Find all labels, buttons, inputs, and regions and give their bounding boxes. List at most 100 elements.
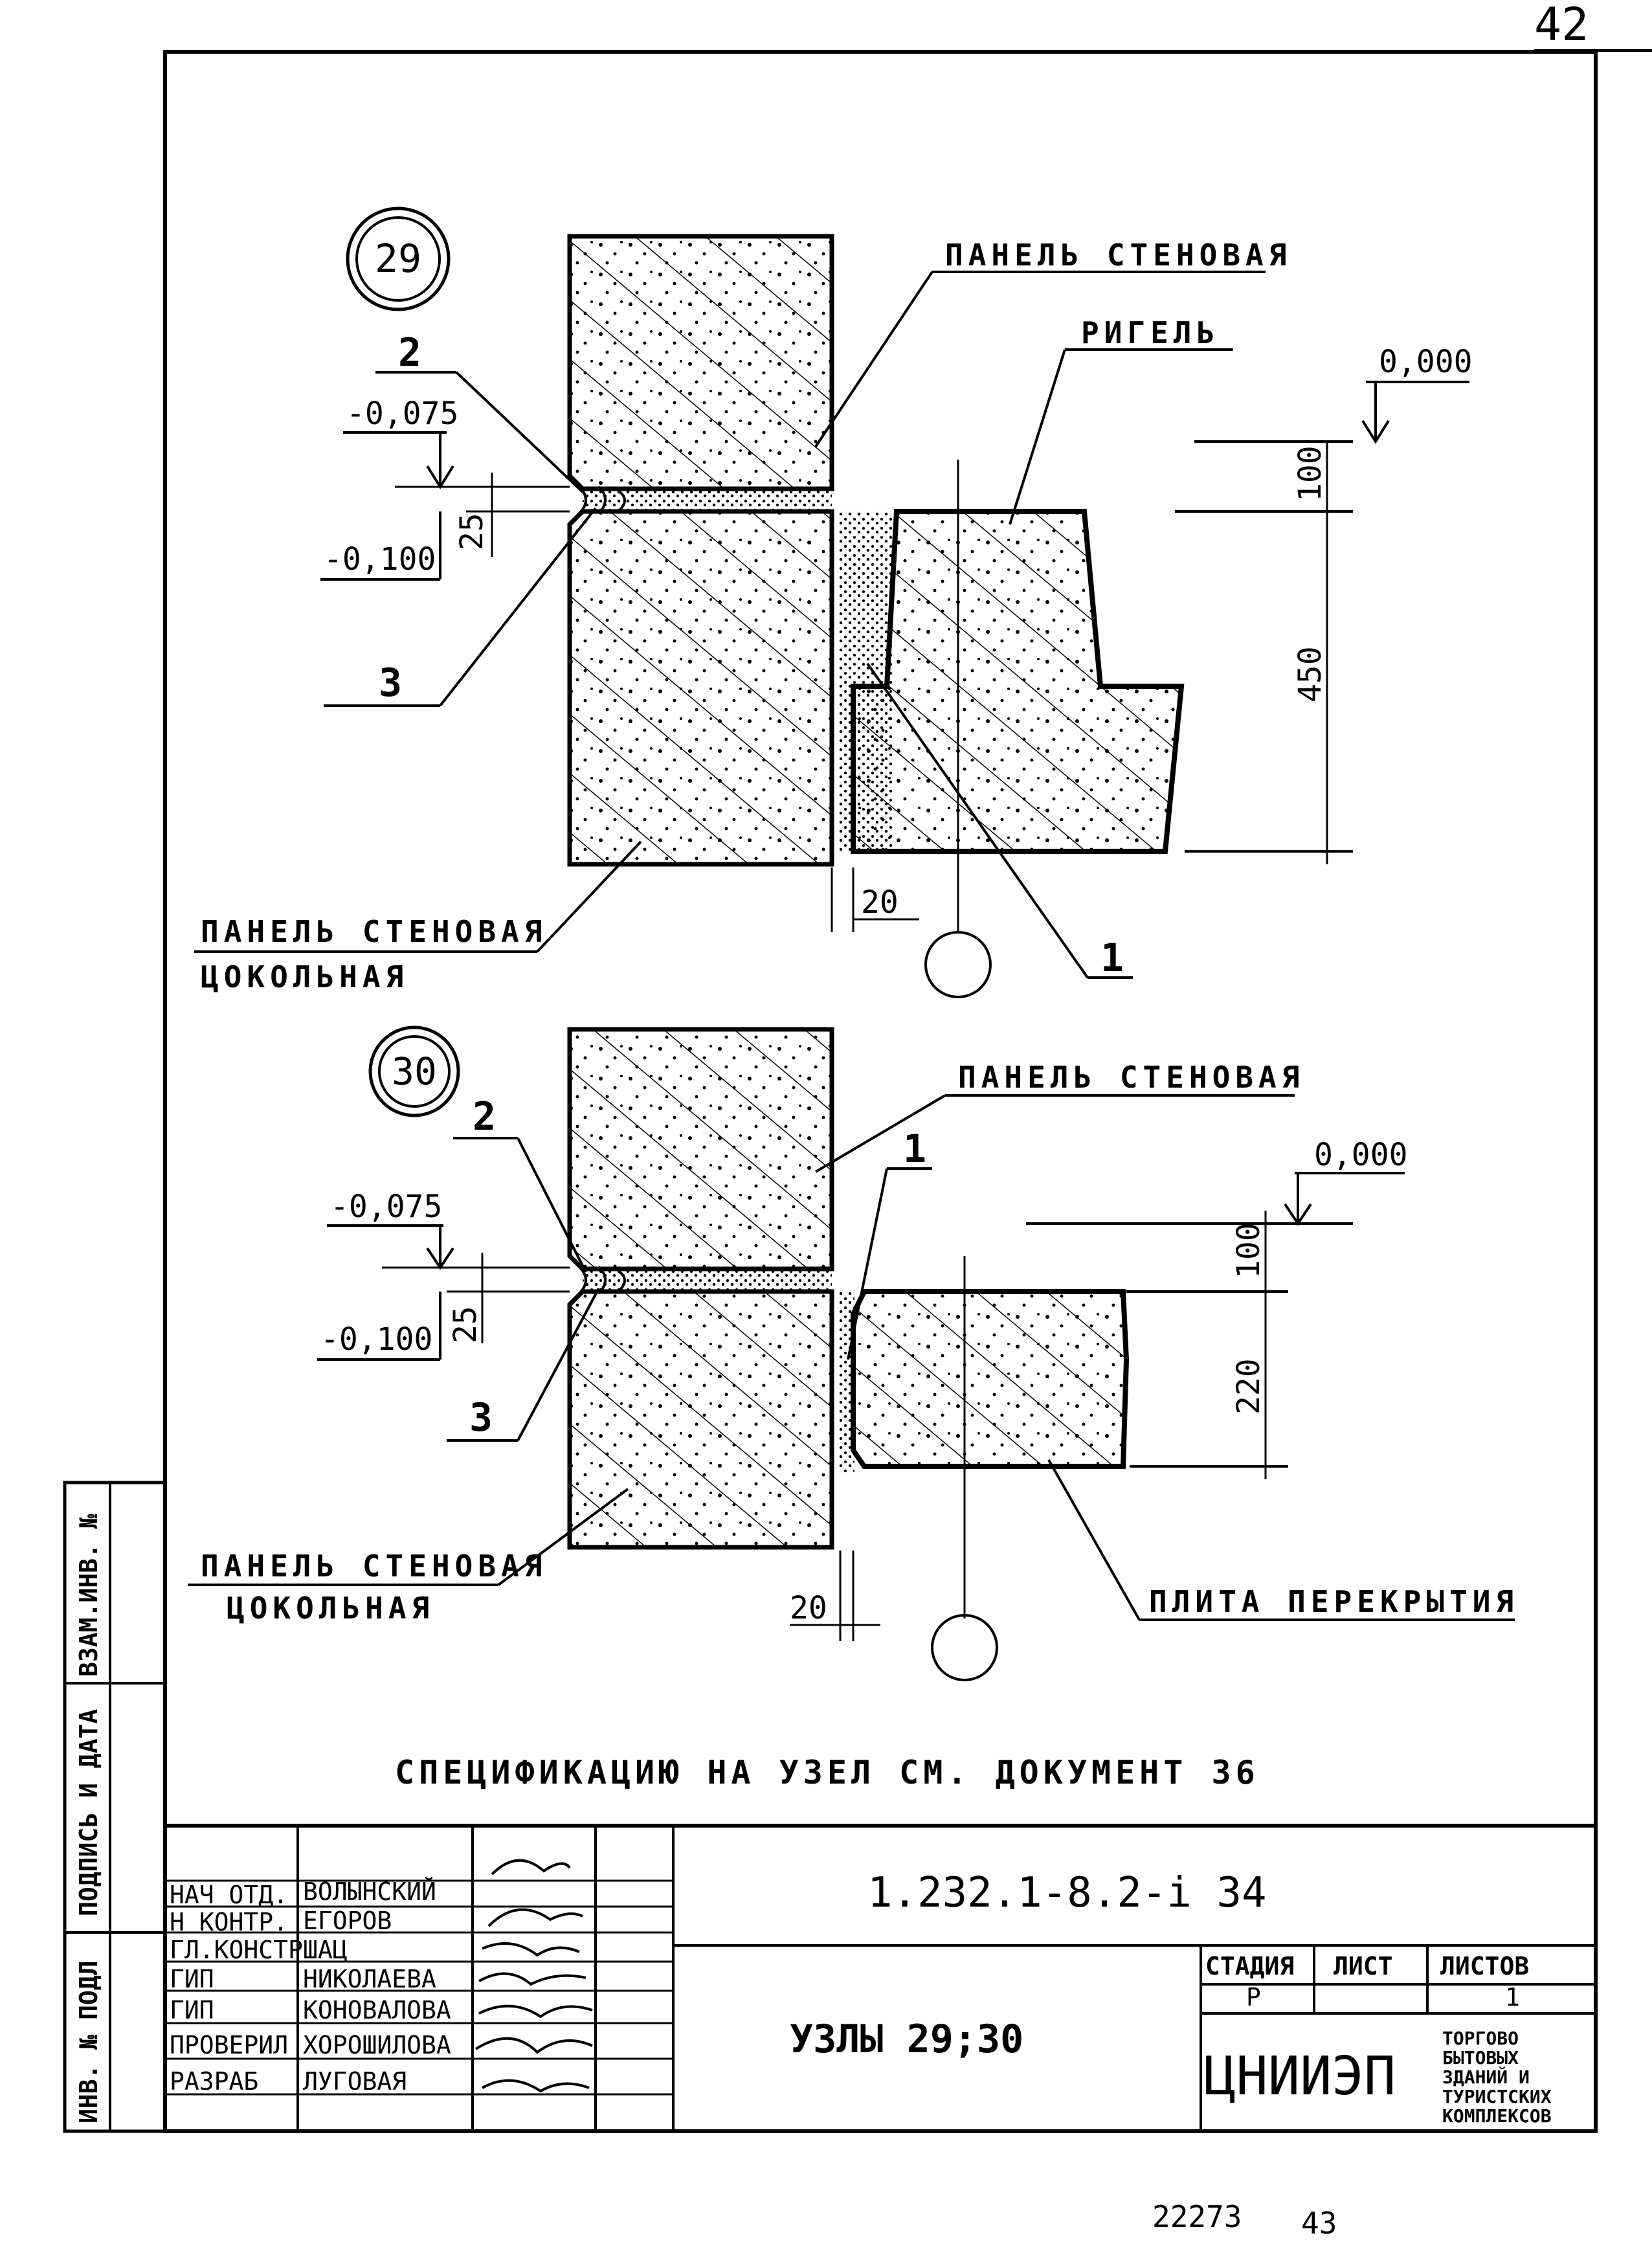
spec-note: СПЕЦИФИКАЦИЮ НА УЗЕЛ СМ. ДОКУМЕНТ 36: [395, 1754, 1260, 1791]
node-29-callout-3: 3: [379, 660, 402, 706]
title-block-frame: [163, 1824, 1598, 2133]
node-30-mark-m100: -0,100: [320, 1321, 432, 1358]
node-29-upper-wall-panel: [567, 234, 834, 491]
node-29-plinth-label-line1: ПАНЕЛЬ СТЕНОВАЯ: [201, 914, 547, 949]
side-stamp-frame: [63, 1481, 167, 2133]
tb-staff-row-4: ГИП КОНОВАЛОВА: [170, 1996, 451, 2024]
tb-staff-row-5: ПРОВЕРИЛ ХОРОШИЛОВА: [170, 2031, 451, 2059]
node-29-callout-1-leader: [866, 662, 1089, 979]
tb-sheets-header: ЛИСТОВ: [1440, 1952, 1529, 1980]
node-30-badge-outer: [368, 1025, 460, 1117]
node-30-plinth-label-line2: ЦОКОЛЬНАЯ: [227, 1591, 434, 1626]
node-29-dim-20: 20: [861, 884, 899, 921]
tb-org-desc-0: ТОРГОВО: [1442, 2028, 1519, 2049]
node-30-plinth-leader: [497, 1488, 629, 1586]
tb-staff-role: РАЗРАБ: [170, 2067, 258, 2096]
node-30-wall-panel-leader: [814, 1094, 946, 1173]
node-29-plinth-panel: [567, 509, 834, 867]
node-29-callout-3-leader: [439, 507, 597, 707]
node-30-callout-3: 3: [469, 1395, 493, 1440]
node-29-callout-2: 2: [398, 330, 421, 375]
tb-staff-name: НИКОЛАЕВА: [303, 1965, 436, 1993]
tb-staff-role: Н КОНТР.: [170, 1908, 288, 1936]
tb-staff-role: ПРОВЕРИЛ: [170, 2031, 288, 2059]
tb-sheet-title: УЗЛЫ 29;30: [790, 2017, 1023, 2062]
node-29-wall-panel-label: ПАНЕЛЬ СТЕНОВАЯ: [945, 238, 1291, 273]
node-30-dim-100: 100: [1231, 1222, 1267, 1279]
tb-stage-value: Р: [1246, 1983, 1261, 2011]
node-29: 29 ПАНЕЛЬ СТЕНОВАЯ РИГЕЛЬ ПАНЕЛЬ: [194, 207, 1473, 998]
tb-sheets-value: 1: [1505, 1983, 1520, 2011]
node-30-slab-label: ПЛИТА ПЕРЕКРЫТИЯ: [1149, 1584, 1519, 1619]
tb-staff-role: ГИП: [170, 1965, 214, 1993]
side-stamp: ВЗАМ.ИНВ. № ПОДПИСЬ И ДАТА ИНВ. № ПОДЛ: [63, 1481, 167, 2133]
tb-stage-header: СТАДИЯ: [1205, 1952, 1294, 1980]
node-30-callout-2: 2: [473, 1094, 496, 1139]
node-29-badge-inner: [355, 216, 441, 302]
node-29-dim-25: 25: [454, 513, 490, 550]
node-30-callout-1-leader: [847, 1168, 888, 1360]
tb-org-desc-2: ЗДАНИЙ И: [1442, 2066, 1530, 2088]
tb-staff-row-3: ГИП НИКОЛАЕВА: [170, 1965, 436, 1993]
tb-doc-code: 1.232.1-8.2-i 34: [867, 1869, 1267, 1917]
tb-staff-row-6: РАЗРАБ ЛУГОВАЯ: [170, 2067, 407, 2096]
node-29-dim-100: 100: [1292, 445, 1328, 502]
tb-staff-name: ШАЦ: [303, 1936, 348, 1964]
tb-staff-name: КОНОВАЛОВА: [303, 1996, 451, 2024]
tb-org-desc-4: КОМПЛЕКСОВ: [1442, 2105, 1552, 2127]
node-29-rigel-label: РИГЕЛЬ: [1081, 315, 1220, 350]
node-30-callout-2-leader: [517, 1137, 587, 1273]
title-block: НАЧ ОТД. ВОЛЫНСКИЙ Н КОНТР. ЕГОРОВ ГЛ.КО…: [163, 1824, 1598, 2133]
tb-org-desc-3: ТУРИСТСКИХ: [1442, 2086, 1552, 2107]
node-30-mark-zero-arrow: [1284, 1203, 1312, 1226]
tb-staff-role: НАЧ ОТД.: [170, 1881, 288, 1909]
node-29-plinth-label-line2: ЦОКОЛЬНАЯ: [201, 959, 408, 994]
node-30-upper-wall-panel: [567, 1027, 834, 1271]
node-30-badge-number: 30: [392, 1049, 437, 1093]
node-29-plinth-leader: [536, 840, 642, 953]
node-29-callout-1: 1: [1100, 935, 1124, 981]
node-30-plinth-label-line1: ПАНЕЛЬ СТЕНОВАЯ: [201, 1549, 547, 1584]
tb-staff-name: ЛУГОВАЯ: [303, 2067, 407, 2096]
node-29-mark-zero: 0,000: [1379, 344, 1473, 380]
tb-sheet-header: ЛИСТ: [1334, 1952, 1393, 1980]
tb-org-name: ЦНИИЭП: [1204, 2046, 1396, 2107]
tb-staff-row-1: Н КОНТР. ЕГОРОВ: [170, 1907, 392, 1936]
tb-staff-row-0: НАЧ ОТД. ВОЛЫНСКИЙ: [170, 1877, 436, 1909]
tb-staff-name: ЕГОРОВ: [303, 1907, 392, 1935]
node-30-mark-m075: -0,075: [330, 1189, 442, 1225]
node-30-callout-3-leader: [517, 1288, 600, 1441]
footer-page-number: 43: [1301, 2206, 1337, 2241]
node-30-axis-marker: [931, 1614, 998, 1681]
node-29-rigel: [851, 509, 1185, 854]
node-29-badge-outer: [346, 207, 451, 311]
node-30-callout-1: 1: [903, 1126, 926, 1172]
node-29-badge-number: 29: [375, 236, 421, 282]
footer-archive-number: 22273: [1152, 2199, 1242, 2234]
side-stamp-vzam: ВЗАМ.ИНВ. №: [74, 1514, 103, 1677]
side-stamp-inv: ИНВ. № ПОДЛ: [74, 1960, 103, 2123]
page-number: 42: [1534, 0, 1589, 51]
tb-staff-row-2: ГЛ.КОНСТР ШАЦ: [170, 1936, 348, 1964]
node-29-wall-panel-leader: [814, 271, 933, 448]
node-30-dim-20: 20: [790, 1590, 827, 1626]
node-29-dim-450: 450: [1292, 646, 1328, 702]
node-30-dim-25: 25: [447, 1306, 484, 1343]
node-30-mark-zero: 0,000: [1314, 1137, 1408, 1173]
node-30-wall-panel-label: ПАНЕЛЬ СТЕНОВАЯ: [958, 1060, 1304, 1095]
node-30-joint-sealant: [578, 1266, 626, 1295]
tb-staff-name: ВОЛЫНСКИЙ: [303, 1877, 436, 1906]
side-stamp-podpis: ПОДПИСЬ И ДАТА: [74, 1709, 103, 1916]
node-30-plinth-panel: [567, 1289, 834, 1550]
node-30-floor-slab: [851, 1289, 1130, 1469]
node-29-mark-m100: -0,100: [324, 541, 436, 577]
node-29-rigel-leader: [1009, 349, 1066, 525]
node-29-callout-2-leader: [455, 371, 584, 493]
node-30-badge-inner: [378, 1035, 451, 1108]
tb-staff-role: ГЛ.КОНСТР: [170, 1936, 303, 1964]
node-29-mark-m075: -0,075: [346, 396, 458, 432]
node-29-axis-marker: [924, 931, 992, 998]
tb-staff-name: ХОРОШИЛОВА: [303, 2031, 451, 2059]
node-29-mark-zero-arrow: [1361, 420, 1390, 444]
